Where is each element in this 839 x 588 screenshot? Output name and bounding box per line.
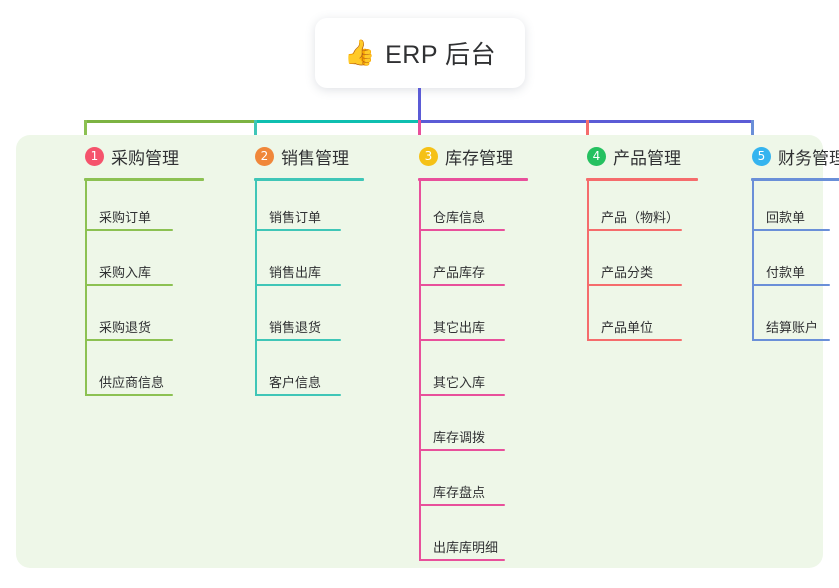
branch-number-badge: 4 (587, 147, 606, 166)
leaf-item-rule (255, 394, 341, 396)
leaf-item-label: 库存盘点 (433, 485, 486, 500)
branch-number-badge: 2 (255, 147, 274, 166)
leaf-item[interactable]: 回款单 (752, 201, 839, 231)
leaf-item[interactable]: 其它入库 (419, 366, 521, 396)
leaf-item-rule (419, 559, 505, 561)
leaf-item-rule (752, 284, 830, 286)
leaf-item-rule (419, 339, 505, 341)
leaf-item[interactable]: 供应商信息 (85, 366, 189, 396)
leaf-item-label: 产品分类 (601, 265, 654, 280)
leaf-item-rule (587, 229, 682, 231)
leaf-item-rule (419, 449, 505, 451)
leaf-item-rule (419, 284, 505, 286)
leaf-item-label: 库存调拨 (433, 430, 486, 445)
leaf-item-rule (587, 339, 682, 341)
thumbs-up-icon: 👍 (343, 38, 376, 67)
leaf-item-label: 客户信息 (269, 375, 322, 390)
leaf-item[interactable]: 产品（物料） (587, 201, 698, 231)
leaf-item-label: 仓库信息 (433, 210, 486, 225)
leaf-item-rule (419, 504, 505, 506)
leaf-item[interactable]: 客户信息 (255, 366, 357, 396)
leaf-item-label: 其它出库 (433, 320, 486, 335)
branch-title: 财务管理 (778, 149, 839, 168)
leaf-item[interactable]: 产品库存 (419, 256, 521, 286)
leaf-item[interactable]: 仓库信息 (419, 201, 521, 231)
leaf-item-label: 付款单 (766, 265, 806, 280)
leaf-item-rule (419, 229, 505, 231)
branch-header-1[interactable]: 1 采购管理 (85, 144, 179, 169)
branch-header-5[interactable]: 5 财务管理 (752, 144, 839, 169)
leaf-item-label: 销售订单 (269, 210, 322, 225)
branch-header-3[interactable]: 3 库存管理 (419, 144, 513, 169)
leaf-item-label: 出库库明细 (433, 540, 499, 555)
leaf-item-label: 采购退货 (99, 320, 152, 335)
branch-header-rule (418, 178, 528, 181)
branch-spine (419, 181, 421, 561)
leaf-item-rule (255, 339, 341, 341)
leaf-item[interactable]: 出库库明细 (419, 531, 521, 561)
leaf-item-label: 其它入库 (433, 375, 486, 390)
leaf-item-label: 回款单 (766, 210, 806, 225)
leaf-item-label: 采购订单 (99, 210, 152, 225)
leaf-item[interactable]: 库存调拨 (419, 421, 521, 451)
branch-header-rule (751, 178, 839, 181)
leaf-item[interactable]: 销售退货 (255, 311, 357, 341)
leaf-item[interactable]: 其它出库 (419, 311, 521, 341)
branch-header-4[interactable]: 4 产品管理 (587, 144, 681, 169)
branch-header-rule (586, 178, 698, 181)
branch-header-2[interactable]: 2 销售管理 (255, 144, 349, 169)
leaf-item[interactable]: 产品分类 (587, 256, 698, 286)
leaf-item-label: 采购入库 (99, 265, 152, 280)
leaf-item-rule (85, 229, 173, 231)
root-node-content: 👍 ERP 后台 (344, 35, 496, 71)
leaf-item-label: 销售退货 (269, 320, 322, 335)
branch-number-badge: 1 (85, 147, 104, 166)
branch-number-badge: 5 (752, 147, 771, 166)
branch-title: 库存管理 (445, 149, 513, 168)
bus-segment-green (84, 120, 255, 123)
leaf-item-label: 产品库存 (433, 265, 486, 280)
leaf-item-label: 结算账户 (766, 320, 819, 335)
leaf-item-rule (419, 394, 505, 396)
leaf-item[interactable]: 产品单位 (587, 311, 698, 341)
leaf-item[interactable]: 采购退货 (85, 311, 189, 341)
branch-number-badge: 3 (419, 147, 438, 166)
root-node[interactable]: 👍 ERP 后台 (315, 18, 525, 88)
leaf-item[interactable]: 付款单 (752, 256, 839, 286)
leaf-item-rule (752, 229, 830, 231)
branch-title: 产品管理 (613, 149, 681, 168)
leaf-item-rule (752, 339, 830, 341)
leaf-item[interactable]: 库存盘点 (419, 476, 521, 506)
leaf-item-label: 供应商信息 (99, 375, 165, 390)
branch-spine (587, 181, 589, 341)
branch-spine (85, 181, 87, 396)
leaf-item-rule (587, 284, 682, 286)
leaf-item[interactable]: 结算账户 (752, 311, 839, 341)
leaf-item-rule (255, 284, 341, 286)
leaf-item-rule (85, 284, 173, 286)
branch-title: 采购管理 (111, 149, 179, 168)
leaf-item-rule (255, 229, 341, 231)
root-node-title: ERP 后台 (385, 41, 497, 69)
branch-spine (255, 181, 257, 396)
leaf-item-rule (85, 339, 173, 341)
branch-title: 销售管理 (281, 149, 349, 168)
leaf-item-label: 产品单位 (601, 320, 654, 335)
leaf-item[interactable]: 销售出库 (255, 256, 357, 286)
leaf-item[interactable]: 销售订单 (255, 201, 357, 231)
bus-segment-teal (254, 120, 419, 123)
branch-header-rule (254, 178, 364, 181)
branch-header-rule (84, 178, 204, 181)
root-drop-connector (418, 88, 421, 123)
branch-spine (752, 181, 754, 341)
leaf-item[interactable]: 采购入库 (85, 256, 189, 286)
leaf-item-rule (85, 394, 173, 396)
leaf-item-label: 产品（物料） (601, 210, 680, 225)
leaf-item[interactable]: 采购订单 (85, 201, 189, 231)
leaf-item-label: 销售出库 (269, 265, 322, 280)
